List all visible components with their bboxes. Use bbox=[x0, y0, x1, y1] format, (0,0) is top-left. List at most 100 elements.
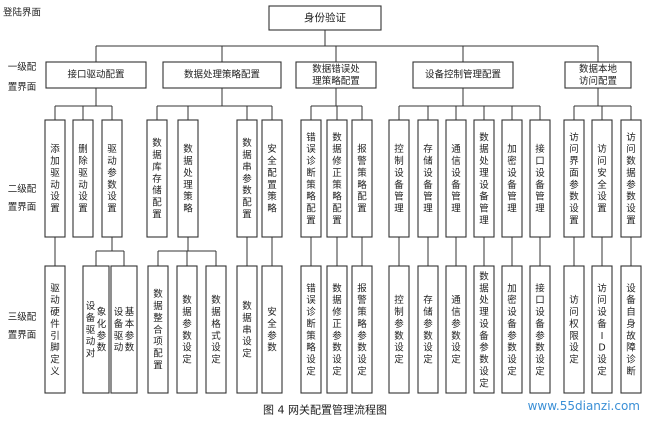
child-3-1-node-frame bbox=[417, 119, 439, 238]
child-4-2-label: 访问数据参数设置 bbox=[626, 132, 636, 226]
child-4-1-node[interactable]: 访问安全设置 bbox=[591, 119, 613, 238]
child-3-1-node[interactable]: 存储设备管理 bbox=[417, 119, 439, 238]
child-0-1-node-frame bbox=[72, 119, 94, 238]
sub-2-2-node[interactable]: 报警策略参数设定 bbox=[351, 265, 373, 394]
child-2-1-node-frame bbox=[326, 119, 348, 238]
child-2-1-node[interactable]: 数据修正策略配置 bbox=[326, 119, 348, 238]
sub-3-2-label: 通信参数设定 bbox=[451, 295, 461, 365]
group-0-node-frame bbox=[45, 61, 147, 89]
sub-4-2-node[interactable]: 设备自身故障诊断 bbox=[620, 265, 642, 394]
child-2-2-label: 报警策略配置 bbox=[357, 143, 367, 214]
sub-1-3-node[interactable]: 安全参数 bbox=[261, 265, 283, 394]
child-0-2-node[interactable]: 驱动参数设置 bbox=[101, 119, 123, 238]
child-0-2-node-frame bbox=[101, 119, 123, 238]
child-4-0-label: 访问界面参数设置 bbox=[569, 132, 579, 226]
sub-1-1-1-label: 数据参数设定 bbox=[182, 294, 192, 365]
child-2-0-node[interactable]: 错误诊断策略配置 bbox=[300, 119, 322, 238]
sub-3-5-label: 接口设备参数设定 bbox=[535, 282, 545, 377]
child-1-2-node-frame bbox=[236, 119, 258, 238]
child-1-3-label: 安全配置策略 bbox=[267, 143, 277, 214]
sub-3-2-node[interactable]: 通信参数设定 bbox=[445, 265, 467, 394]
sub-2-0-node[interactable]: 错误诊断策略设定 bbox=[300, 265, 322, 394]
group-2-label: 数据错误处理策略配置 bbox=[312, 63, 360, 87]
child-0-0-node-frame bbox=[44, 119, 66, 238]
sub-0-0-node-frame bbox=[44, 265, 66, 394]
sub-3-4-node[interactable]: 加密设备参数设定 bbox=[501, 265, 523, 394]
child-1-3-node-frame bbox=[261, 119, 283, 238]
sub-3-3-label: 数据处理设备参数设定 bbox=[479, 270, 489, 389]
sub-0-2-1-node[interactable]: 设备驱动基本参数 bbox=[110, 265, 138, 394]
sub-1-1-2-node-frame bbox=[205, 265, 227, 394]
child-1-1-node-frame bbox=[177, 119, 199, 238]
child-1-1-label: 数据处理策略 bbox=[183, 143, 193, 214]
sub-3-3-node[interactable]: 数据处理设备参数设定 bbox=[473, 265, 495, 394]
sub-1-2-node[interactable]: 数据串设定 bbox=[236, 265, 258, 394]
sub-4-0-node[interactable]: 访问权限设定 bbox=[563, 265, 585, 394]
child-4-0-node[interactable]: 访问界面参数设置 bbox=[563, 119, 585, 238]
child-4-2-node[interactable]: 访问数据参数设置 bbox=[620, 119, 642, 238]
sub-4-2-node-frame bbox=[620, 265, 642, 394]
group-0-node[interactable]: 接口驱动配置 bbox=[45, 61, 147, 89]
sub-3-0-node[interactable]: 控制参数设定 bbox=[388, 265, 410, 394]
child-3-5-node-frame bbox=[529, 119, 551, 238]
root-node-identity-verification-frame bbox=[268, 5, 382, 31]
sub-0-2-1-label: 设备驱动基本参数 bbox=[114, 306, 135, 354]
sub-1-1-2-node[interactable]: 数据格式设定 bbox=[205, 265, 227, 394]
child-2-2-node[interactable]: 报警策略配置 bbox=[351, 119, 373, 238]
level-label-2: 二级配置界面 bbox=[8, 183, 37, 213]
child-2-0-node-frame bbox=[300, 119, 322, 238]
sub-1-1-0-label: 数据整合项配置 bbox=[153, 288, 163, 371]
sub-1-1-0-node[interactable]: 数据整合项配置 bbox=[147, 265, 169, 394]
child-2-1-label: 数据修正策略配置 bbox=[332, 131, 342, 226]
group-2-node[interactable]: 数据错误处理策略配置 bbox=[295, 61, 377, 89]
sub-2-1-node[interactable]: 数据修正参数设定 bbox=[326, 265, 348, 394]
child-3-4-node[interactable]: 加密设备管理 bbox=[501, 119, 523, 238]
sub-3-5-node-frame bbox=[529, 265, 551, 394]
sub-0-2-0-label: 设备驱动对象化参数 bbox=[86, 301, 107, 360]
sub-1-1-1-node[interactable]: 数据参数设定 bbox=[176, 265, 198, 394]
root-node-label: 身份验证 bbox=[304, 11, 346, 24]
group-3-node[interactable]: 设备控制管理配置 bbox=[412, 61, 514, 89]
child-3-5-node[interactable]: 接口设备管理 bbox=[529, 119, 551, 238]
group-4-node[interactable]: 数据本地访问配置 bbox=[564, 61, 632, 89]
sub-2-0-node-frame bbox=[300, 265, 322, 394]
sub-0-0-node[interactable]: 驱动硬件引脚定义 bbox=[44, 265, 66, 394]
child-1-2-node[interactable]: 数据串参数配置 bbox=[236, 119, 258, 238]
child-3-4-node-frame bbox=[501, 119, 523, 238]
sub-3-1-label: 存储参数设定 bbox=[423, 294, 433, 365]
sub-1-1-0-node-frame bbox=[147, 265, 169, 394]
child-3-0-node[interactable]: 控制设备管理 bbox=[388, 119, 410, 238]
sub-3-1-node[interactable]: 存储参数设定 bbox=[417, 265, 439, 394]
child-1-2-label: 数据串参数配置 bbox=[242, 137, 252, 220]
level-label-1: 一级配置界面 bbox=[8, 61, 37, 93]
child-1-0-node[interactable]: 数据库存储配置 bbox=[146, 119, 168, 238]
child-3-3-node[interactable]: 数据处理设备管理 bbox=[473, 119, 495, 238]
child-0-0-node[interactable]: 添加驱动设置 bbox=[44, 119, 66, 238]
sub-3-4-label: 加密设备参数设定 bbox=[507, 283, 517, 377]
sub-2-1-label: 数据修正参数设定 bbox=[332, 282, 342, 377]
sub-3-2-node-frame bbox=[445, 265, 467, 394]
group-1-node[interactable]: 数据处理策略配置 bbox=[162, 61, 282, 89]
child-1-1-node[interactable]: 数据处理策略 bbox=[177, 119, 199, 238]
child-0-0-label: 添加驱动设置 bbox=[50, 144, 60, 214]
sub-3-5-node[interactable]: 接口设备参数设定 bbox=[529, 265, 551, 394]
sub-2-0-label: 错误诊断策略设定 bbox=[306, 282, 316, 377]
child-3-2-node[interactable]: 通信设备管理 bbox=[445, 119, 467, 238]
child-3-2-label: 通信设备管理 bbox=[451, 144, 461, 214]
sub-0-2-0-node[interactable]: 设备驱动对象化参数 bbox=[82, 265, 110, 394]
child-0-1-node[interactable]: 删除驱动设置 bbox=[72, 119, 94, 238]
level-label-login: 登陆界面 bbox=[3, 7, 41, 19]
sub-1-3-node-frame bbox=[261, 265, 283, 394]
group-1-label: 数据处理策略配置 bbox=[184, 69, 260, 81]
child-1-3-node[interactable]: 安全配置策略 bbox=[261, 119, 283, 238]
sub-1-2-node-frame bbox=[236, 265, 258, 394]
sub-0-0-label: 驱动硬件引脚定义 bbox=[50, 283, 60, 377]
root-node-identity-verification[interactable]: 身份验证 bbox=[268, 5, 382, 31]
sub-3-0-node-frame bbox=[388, 265, 410, 394]
child-3-3-label: 数据处理设备管理 bbox=[479, 131, 489, 226]
sub-1-2-label: 数据串设定 bbox=[242, 300, 252, 360]
child-3-0-label: 控制设备管理 bbox=[394, 143, 404, 214]
